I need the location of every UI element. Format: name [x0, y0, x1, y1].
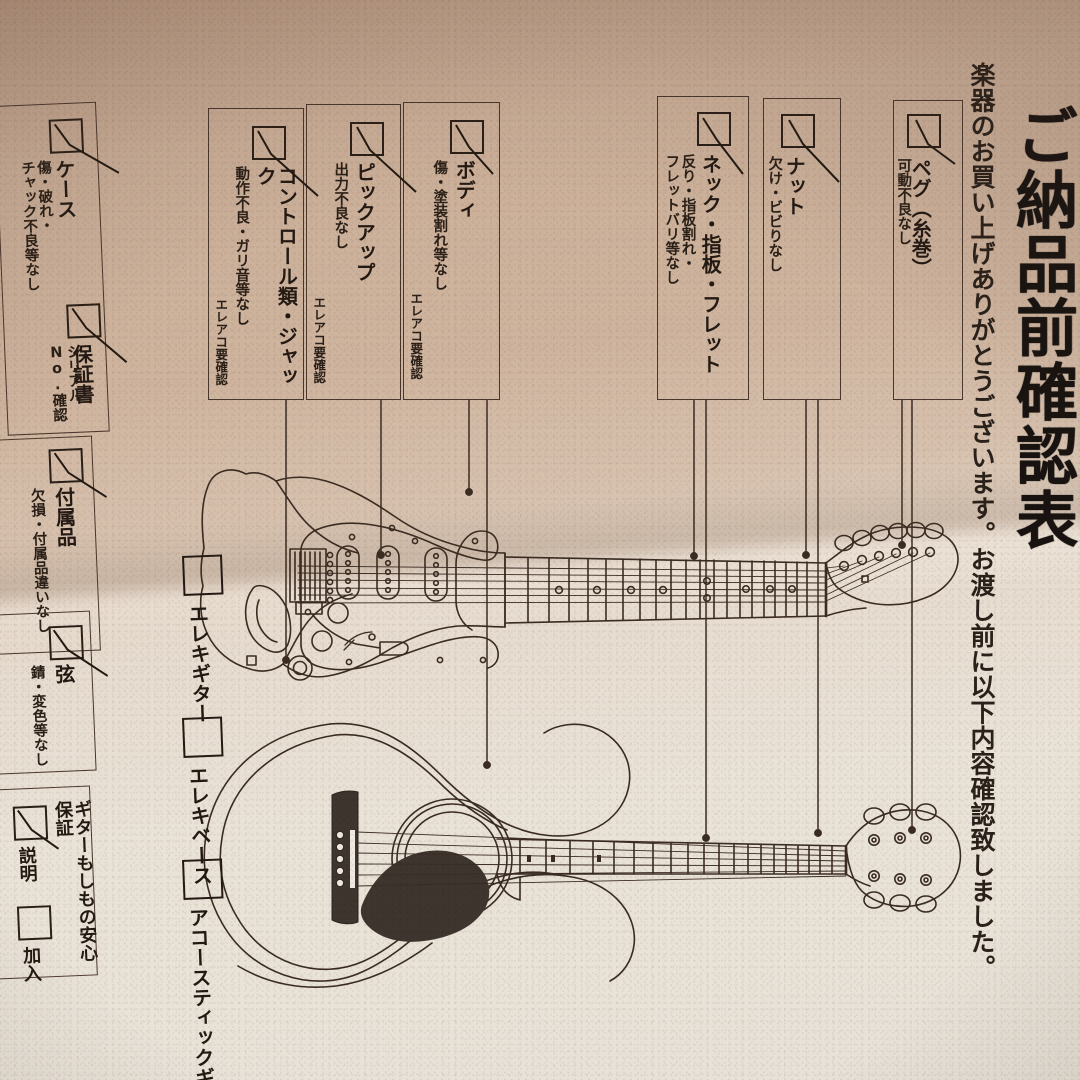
acoustic-guitar-outline: [203, 722, 636, 988]
callout-detail: 出力不良なし: [332, 162, 348, 322]
acoustic-bridge: [331, 790, 359, 925]
callout-pickup[interactable]: ピックアップ 出力不良なし エレアコ要確認: [306, 104, 417, 400]
page-title: ご納品前確認表: [1005, 104, 1078, 552]
callout-frame: [208, 108, 304, 400]
electric-pickups: [336, 545, 448, 602]
electric-pickguard: [300, 522, 499, 671]
acoustic-pickguard: [360, 850, 490, 942]
callout-detail: 反り・指板割れ・ フレットバリ等なし: [663, 154, 695, 369]
acoustic-strings: [356, 831, 847, 887]
callout-note: エレアコ要確認: [311, 296, 326, 396]
callout-body[interactable]: ボディ 傷・塗装割れ等なし エレアコ要確認: [403, 102, 500, 400]
electric-controls: [244, 584, 373, 681]
acoustic-headstock: [845, 803, 962, 913]
callout-detail: 可動不良なし: [895, 158, 911, 308]
callout-note: エレアコ要確認: [408, 292, 423, 392]
callout-label: ペグ（糸巻）: [908, 158, 932, 308]
callout-detail: 欠け・ビビりなし: [766, 156, 782, 346]
page-subtitle: 楽器のお買い上げありがとうございます。お渡し前に以下内容確認致しました。: [967, 62, 996, 980]
callout-note: エレアコ要確認: [213, 298, 228, 398]
callout-frame: [657, 96, 749, 400]
electric-headstock: [825, 521, 959, 617]
callout-frame: [893, 100, 963, 400]
callout-detail: 動作不良・ガリ音等なし: [233, 166, 249, 366]
electric-bridge: [289, 548, 409, 656]
callout-label: ピックアップ: [352, 162, 376, 332]
callout-label: ボディ: [452, 160, 476, 340]
callout-label: ナット: [782, 156, 806, 326]
callout-frame: [763, 98, 841, 400]
callout-label: コントロール類・ジャック: [253, 166, 298, 391]
callout-label: ネック・指板・フレット: [698, 154, 722, 384]
callout-neck[interactable]: ネック・指板・フレット 反り・指板割れ・ フレットバリ等なし: [657, 96, 749, 400]
callout-detail: 傷・塗装割れ等なし: [431, 160, 447, 360]
callout-frame: [403, 102, 500, 400]
callout-frame: [306, 104, 401, 400]
electric-guitar-outline: [199, 469, 506, 678]
callout-controls[interactable]: コントロール類・ジャック 動作不良・ガリ音等なし エレアコ要確認: [208, 108, 319, 400]
